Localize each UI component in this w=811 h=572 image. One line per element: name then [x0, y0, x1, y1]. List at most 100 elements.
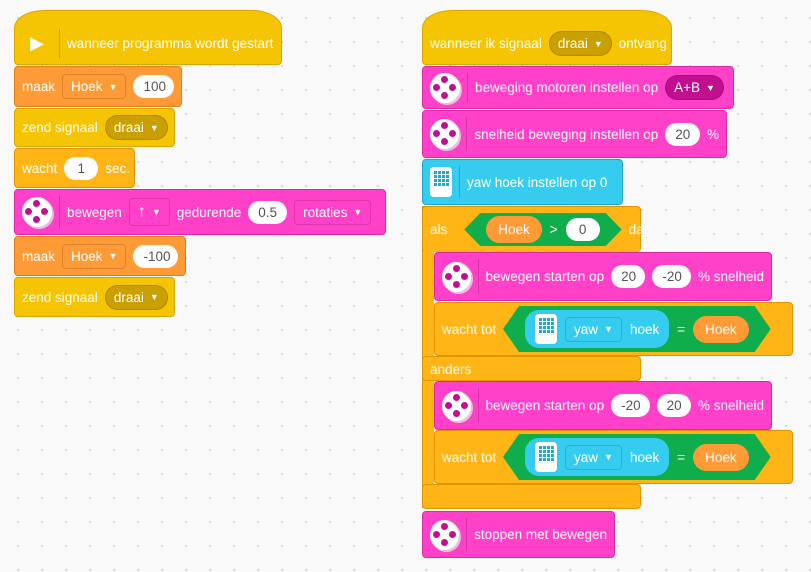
message-dropdown[interactable]: draai▼ — [104, 115, 168, 140]
block-label: maak — [22, 248, 56, 264]
operator-label: > — [549, 222, 558, 237]
chevron-down-icon: ▼ — [149, 292, 159, 302]
variable-reporter[interactable]: Hoek — [693, 444, 749, 471]
block-label: ontvang — [618, 36, 667, 51]
block-label: bewegen starten op — [485, 398, 605, 413]
greater-than-operator[interactable]: Hoek > 0 — [464, 213, 621, 246]
motor-pair-icon — [22, 197, 52, 227]
block-label: wanneer ik signaal — [430, 36, 542, 51]
left-speed-input[interactable]: 20 — [611, 265, 646, 288]
unit-label: % snelheid — [697, 269, 764, 284]
block-label: dan — [628, 222, 652, 237]
block-label: beweging motoren instellen op — [475, 80, 659, 95]
move-for-block[interactable]: bewegen ↑▼ gedurende 0.5 rotaties▼ — [14, 189, 386, 235]
divider — [59, 196, 60, 228]
dropdown-value: draai — [557, 36, 588, 51]
hub-icon — [535, 442, 557, 472]
divider — [477, 388, 479, 423]
divider — [459, 166, 460, 198]
block-label: bewegen — [67, 204, 122, 220]
wait-until-block[interactable]: wacht tot yaw▼ hoek = Hoek — [434, 302, 793, 356]
motor-pair-icon — [442, 261, 471, 292]
value-input[interactable]: 100 — [133, 75, 174, 98]
unit-label: sec. — [105, 160, 131, 176]
yaw-angle-reporter[interactable]: yaw▼ hoek — [525, 438, 669, 476]
compare-value-input[interactable]: 0 — [566, 218, 600, 241]
equals-operator[interactable]: yaw▼ hoek = Hoek — [503, 306, 771, 352]
if-else-block[interactable]: als Hoek > 0 dan — [422, 206, 651, 252]
unit-dropdown[interactable]: rotaties▼ — [294, 199, 372, 225]
axis-dropdown[interactable]: yaw ▼ — [565, 317, 622, 342]
set-movement-motors-block[interactable]: beweging motoren instellen op A+B ▼ — [422, 66, 734, 109]
set-variable-block[interactable]: maak Hoek ▼ 100 — [14, 66, 182, 107]
stop-moving-block[interactable]: stoppen met bewegen — [422, 511, 615, 558]
when-program-starts-block[interactable]: ▶ wanneer programma wordt gestart — [14, 10, 282, 65]
chevron-down-icon: ▼ — [151, 207, 161, 217]
dropdown-value: Hoek — [71, 79, 103, 94]
divider — [466, 117, 468, 151]
left-speed-input[interactable]: -20 — [611, 394, 650, 417]
variable-dropdown[interactable]: Hoek ▼ — [62, 74, 127, 99]
hub-icon — [430, 167, 452, 197]
amount-input[interactable]: 0.5 — [248, 200, 288, 224]
block-label: gedurende — [176, 204, 242, 220]
motor-pair-icon — [442, 390, 471, 421]
chevron-down-icon: ▼ — [108, 251, 118, 261]
equals-operator[interactable]: yaw▼ hoek = Hoek — [503, 434, 771, 480]
message-dropdown[interactable]: draai ▼ — [104, 284, 168, 310]
seconds-input[interactable]: 1 — [64, 156, 99, 180]
variable-reporter[interactable]: Hoek — [693, 316, 749, 343]
variable-reporter[interactable]: Hoek — [486, 216, 542, 243]
right-speed-input[interactable]: 20 — [656, 394, 691, 417]
motor-ports-dropdown[interactable]: A+B ▼ — [665, 75, 724, 100]
dropdown-value: A+B — [674, 80, 701, 95]
yaw-angle-reporter[interactable]: yaw▼ hoek — [525, 310, 669, 348]
block-label: stoppen met bewegen — [474, 527, 607, 542]
divider — [477, 259, 479, 294]
block-label: zend signaal — [22, 120, 98, 135]
dropdown-value: yaw — [574, 449, 599, 465]
wait-until-block[interactable]: wacht tot yaw▼ hoek = Hoek — [434, 430, 793, 484]
chevron-down-icon: ▼ — [108, 81, 118, 92]
speed-input[interactable]: 20 — [665, 122, 700, 146]
dropdown-value: draai — [113, 289, 144, 305]
block-label: wacht tot — [442, 321, 497, 337]
else-label: anders — [430, 362, 472, 377]
unit-label: % — [706, 126, 719, 142]
wait-block[interactable]: wacht 1 sec. — [14, 148, 135, 188]
message-dropdown[interactable]: draai ▼ — [548, 31, 612, 56]
set-variable-block[interactable]: maak Hoek ▼ -100 — [14, 236, 186, 276]
set-yaw-block[interactable]: yaw hoek instellen op 0 — [422, 159, 623, 205]
chevron-down-icon: ▼ — [604, 324, 613, 334]
block-label: wacht tot — [442, 449, 497, 465]
chevron-down-icon: ▼ — [706, 82, 715, 93]
if-else-block-bottom — [422, 484, 641, 509]
block-label: bewegen starten op — [485, 269, 605, 284]
start-moving-block[interactable]: bewegen starten op 20 -20 % snelheid — [434, 252, 772, 301]
value-input[interactable]: -100 — [133, 244, 178, 268]
direction-dropdown[interactable]: ↑▼ — [128, 198, 170, 226]
block-label: maak — [22, 79, 56, 94]
divider — [467, 73, 468, 102]
axis-dropdown[interactable]: yaw ▼ — [565, 445, 622, 470]
motor-pair-icon — [430, 119, 460, 149]
set-movement-speed-block[interactable]: snelheid beweging instellen op 20 % — [422, 110, 727, 158]
block-label: snelheid beweging instellen op — [474, 126, 659, 142]
block-label: zend signaal — [22, 289, 98, 305]
arrow-up-icon: ↑ — [137, 203, 146, 220]
motor-pair-icon — [430, 519, 460, 550]
broadcast-block[interactable]: zend signaal draai ▼ — [14, 277, 175, 317]
divider — [466, 518, 468, 551]
dropdown-value: yaw — [574, 321, 599, 337]
right-speed-input[interactable]: -20 — [652, 265, 691, 288]
variable-dropdown[interactable]: Hoek ▼ — [62, 243, 127, 269]
when-i-receive-block[interactable]: wanneer ik signaal draai ▼ ontvang — [422, 10, 672, 65]
broadcast-block[interactable]: zend signaal draai▼ — [14, 108, 175, 147]
start-moving-block[interactable]: bewegen starten op -20 20 % snelheid — [434, 381, 772, 430]
chevron-down-icon: ▼ — [593, 38, 603, 49]
chevron-down-icon: ▼ — [149, 122, 159, 133]
hub-icon — [535, 314, 557, 344]
dropdown-value: Hoek — [71, 248, 103, 264]
chevron-down-icon: ▼ — [604, 452, 613, 462]
play-icon: ▶ — [30, 33, 44, 53]
